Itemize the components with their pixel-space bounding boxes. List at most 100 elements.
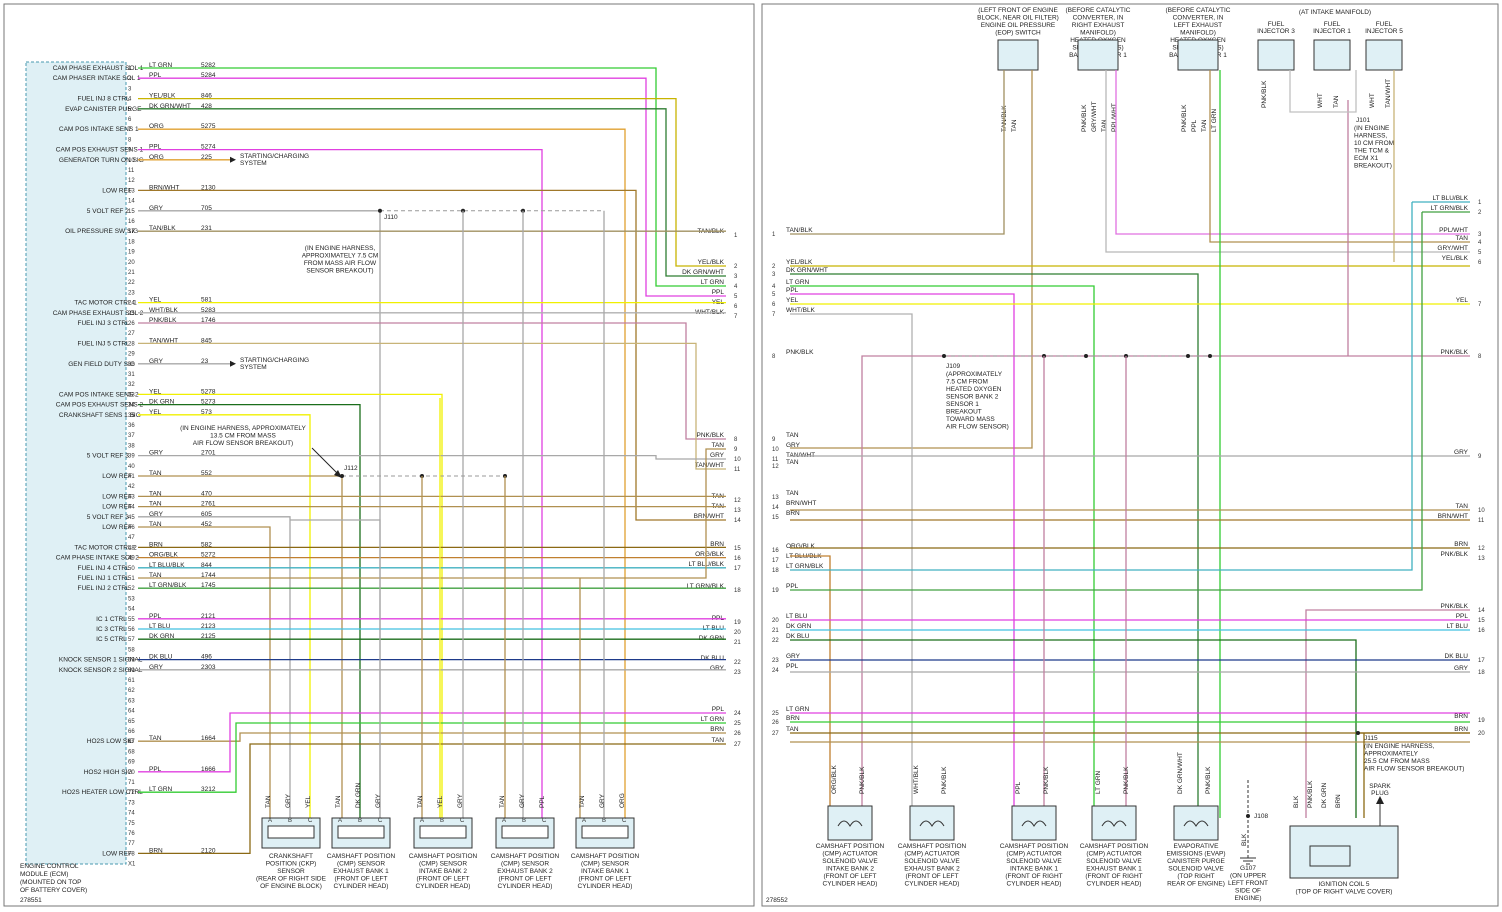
spark-plug-label: SPARK — [1369, 783, 1391, 790]
injector-label: FUEL — [1324, 21, 1341, 28]
right-left-edge-number: 20 — [772, 618, 779, 624]
ecm-pin-number: 42 — [128, 484, 135, 490]
ecm-pin-number: 29 — [128, 352, 135, 358]
sensor-label: POSITION (CKP) — [266, 861, 317, 868]
top-component-label: ENGINE OIL PRESSURE — [981, 22, 1056, 29]
ecm-pin-number: 56 — [128, 627, 135, 633]
right-right-edge-number: 5 — [1478, 250, 1482, 256]
j109-note: SENSOR BANK 2 — [946, 394, 999, 401]
right-left-edge-number: 12 — [772, 464, 779, 470]
arrow-icon — [230, 360, 236, 367]
wire — [138, 189, 726, 521]
ecm-wire-color: TAN/BLK — [149, 225, 176, 232]
coil-wire-label: PNK/BLK — [1307, 780, 1314, 808]
wire — [138, 722, 726, 793]
right-left-edge-label: TAN — [786, 490, 799, 497]
left-edge-connector-number: 27 — [734, 742, 741, 748]
ecm-wire-color: YEL — [149, 297, 162, 304]
ecm-pin-number: 68 — [128, 749, 135, 755]
ecm-pin-name: OIL PRESSURE SW SIG — [65, 228, 138, 235]
arrow-icon — [230, 156, 236, 163]
ecm-wire-circuit: 2130 — [201, 184, 216, 191]
sensor-wire-label: TAN — [417, 795, 424, 808]
ground-label: ENGINE) — [1234, 895, 1261, 902]
ecm-pin-number: 12 — [128, 178, 135, 184]
solenoid-body — [909, 805, 955, 841]
right-right-edge-label: TAN — [1455, 235, 1468, 242]
ecm-pin-name: FUEL INJ 5 CTRL — [78, 340, 131, 347]
sensor-body — [501, 825, 549, 839]
right-right-edge-label: PPL — [1456, 613, 1469, 620]
j115-note: APPROXIMATELY — [1364, 751, 1419, 758]
splice-dot — [378, 208, 382, 213]
right-left-edge-number: 22 — [772, 638, 779, 644]
right-right-edge-label: LT BLU — [1447, 623, 1469, 630]
wire — [1305, 609, 1470, 818]
j115-note: (IN ENGINE HARNESS, — [1364, 743, 1435, 750]
solenoid-label: CAMSHAFT POSITION — [816, 843, 885, 850]
j109-note: AIR FLOW SENSOR) — [946, 424, 1009, 431]
left-edge-connector-label: LT GRN/BLK — [687, 583, 725, 590]
ecm-pin-number: 73 — [128, 800, 135, 806]
wire — [790, 313, 913, 818]
sensor-pin: A — [420, 818, 424, 824]
wire — [790, 639, 1357, 818]
ecm-pin-number: 62 — [128, 688, 135, 694]
ecm-pin-number: 33 — [128, 392, 135, 398]
ecm-pin-number: 38 — [128, 443, 135, 449]
intake-manifold-label: (AT INTAKE MANIFOLD) — [1299, 9, 1371, 16]
ecm-pin-name: CRANKSHAFT SENS 1 SIG — [59, 412, 141, 419]
left-edge-connector-label: GRY — [710, 452, 725, 459]
ecm-pin-number: 39 — [128, 454, 135, 460]
solenoid-label: SOLENOID VALVE — [1086, 858, 1142, 865]
solenoid-label: CYLINDER HEAD) — [1007, 881, 1062, 888]
right-right-edge-label: BRN — [1454, 713, 1468, 720]
solenoid-body — [1091, 805, 1137, 841]
left-edge-connector-number: 18 — [734, 588, 741, 594]
ecm-pin-name: HO2S HEATER LOW CTRL — [62, 789, 143, 796]
ecm-pin-name: HOS2 HIGH SIG — [84, 769, 133, 776]
right-right-edge-label: PNK/BLK — [1441, 603, 1469, 610]
ecm-wire-circuit: 705 — [201, 205, 212, 212]
wire — [138, 448, 726, 579]
ecm-wire-circuit: 5284 — [201, 72, 216, 79]
wire — [138, 732, 726, 742]
ecm-pin-name: LOW REF — [102, 524, 132, 531]
ecm-wire-color: GRY — [149, 205, 164, 212]
right-left-edge-label: TAN — [786, 726, 799, 733]
ecm-wire-color: YEL/BLK — [149, 93, 176, 100]
solenoid-label: (CMP) ACTUATOR — [822, 851, 878, 858]
right-left-edge-label: BRN — [786, 715, 800, 722]
coil-wire-label: BRN — [1335, 794, 1342, 808]
right-right-edge-number: 10 — [1478, 508, 1485, 514]
ground-label: SIDE OF — [1235, 888, 1261, 895]
ecm-label: ENGINE CONTROL — [20, 863, 79, 870]
left-panel-frame — [3, 3, 755, 907]
ecm-wire-color: TAN — [149, 490, 162, 497]
ecm-pin-number: 51 — [128, 576, 135, 582]
right-left-edge-number: 18 — [772, 568, 779, 574]
right-left-edge-label: LT BLU — [786, 613, 808, 620]
ecm-pin-number: 6 — [128, 117, 132, 123]
solenoid-label: CAMSHAFT POSITION — [1000, 843, 1069, 850]
sensor-pin: A — [268, 818, 272, 824]
right-left-edge-label: DK GRN — [786, 623, 812, 630]
sensor-label: SENSOR — [277, 868, 305, 875]
sensor-wire-label: TAN — [335, 795, 342, 808]
ecm-wire-color: DK GRN — [149, 399, 175, 406]
ecm-wire-color: BRN — [149, 541, 163, 548]
right-left-edge-number: 1 — [772, 232, 776, 238]
sensor-pin: C — [622, 818, 627, 824]
right-right-edge-number: 17 — [1478, 658, 1485, 664]
injector-label: INJECTOR 5 — [1365, 28, 1403, 35]
ecm-wire-circuit: 5282 — [201, 62, 216, 69]
solenoid-wire-label: PNK/BLK — [859, 766, 866, 794]
right-right-edge-number: 1 — [1478, 200, 1482, 206]
right-right-edge-number: 18 — [1478, 670, 1485, 676]
sensor-wire-label: TAN — [499, 795, 506, 808]
ecm-label: (MOUNTED ON TOP — [20, 879, 82, 886]
injector-label: FUEL — [1268, 21, 1285, 28]
ecm-pin-number: 78 — [128, 851, 135, 857]
ecm-pin-number: 19 — [128, 250, 135, 256]
injector-body — [1257, 39, 1295, 71]
